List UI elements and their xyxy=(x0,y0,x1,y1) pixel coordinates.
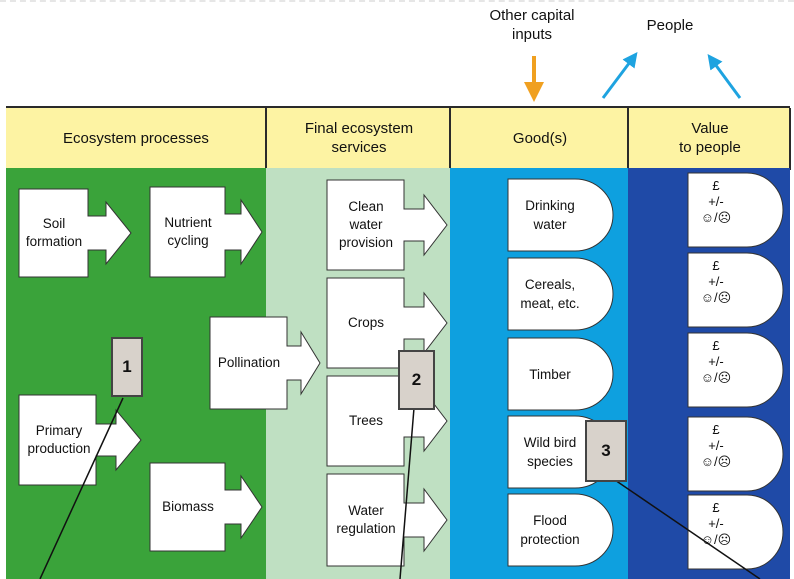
smiley-frown-icon: ☺/☹ xyxy=(700,210,732,225)
value-box-4: £ +/- ☺/☹ xyxy=(687,416,785,492)
value-box-5: £ +/- ☺/☹ xyxy=(687,494,785,570)
crops-label: Crops xyxy=(347,315,384,330)
trees-label: Trees xyxy=(348,413,383,428)
people-arrow-left xyxy=(601,52,638,99)
smiley-frown-icon: ☺/☹ xyxy=(700,290,732,305)
pound-sign: £ xyxy=(712,178,720,193)
value-box-1: £ +/- ☺/☹ xyxy=(687,172,785,248)
value-box-2: £ +/- ☺/☹ xyxy=(687,252,785,328)
good-label: Wild bird species xyxy=(523,435,577,469)
clean-water-label: Clean water provision xyxy=(338,199,394,250)
pound-sign: £ xyxy=(712,338,720,353)
header-divider-1 xyxy=(265,108,267,170)
water-regulation-label: Water regulation xyxy=(336,503,396,536)
people-label: People xyxy=(646,17,694,34)
top-arrows xyxy=(524,52,742,102)
crops-box: Crops xyxy=(326,277,448,369)
good-label: Timber xyxy=(529,366,571,382)
nutrient-cycling-label: Nutrient cycling xyxy=(164,215,212,248)
primary-production-box: Primary production xyxy=(18,394,142,486)
pollination-label: Pollination xyxy=(217,355,281,370)
primary-production-label: Primary production xyxy=(27,423,91,456)
header-ecosystem-processes: Ecosystem processes xyxy=(63,129,209,147)
smiley-frown-icon: ☺/☹ xyxy=(700,532,732,547)
plus-minus: +/- xyxy=(708,438,724,453)
pound-sign: £ xyxy=(712,258,720,273)
pollination-box: Pollination xyxy=(209,316,321,410)
clean-water-box: Clean water provision xyxy=(326,179,448,271)
top-dotted-border xyxy=(0,0,794,2)
pound-sign: £ xyxy=(712,500,720,515)
smiley-frown-icon: ☺/☹ xyxy=(700,454,732,469)
trees-box: Trees xyxy=(326,375,448,467)
plus-minus: +/- xyxy=(708,516,724,531)
water-regulation-box: Water regulation xyxy=(326,473,448,567)
marker-2: 2 xyxy=(398,350,435,410)
plus-minus: +/- xyxy=(708,354,724,369)
good-label: Flood protection xyxy=(520,513,580,547)
header-band xyxy=(6,106,790,170)
plus-minus: +/- xyxy=(708,274,724,289)
soil-formation-label: Soil formation xyxy=(25,216,83,249)
header-divider-right xyxy=(789,108,791,170)
marker-1: 1 xyxy=(111,337,143,397)
header-value: Value to people xyxy=(679,120,741,156)
marker-3: 3 xyxy=(585,420,627,482)
biomass-label: Biomass xyxy=(162,499,214,514)
header-goods: Good(s) xyxy=(512,129,568,147)
good-cereals-meat: Cereals, meat, etc. xyxy=(507,257,615,331)
good-label: Cereals, meat, etc. xyxy=(520,277,580,311)
good-drinking-water: Drinking water xyxy=(507,178,615,252)
header-divider-3 xyxy=(627,108,629,170)
good-timber: Timber xyxy=(507,337,615,411)
smiley-frown-icon: ☺/☹ xyxy=(700,370,732,385)
value-box-3: £ +/- ☺/☹ xyxy=(687,332,785,408)
good-label: Drinking water xyxy=(525,198,575,232)
good-flood-protection: Flood protection xyxy=(507,493,615,567)
soil-formation-box: Soil formation xyxy=(18,188,132,278)
header-final-services: Final ecosystem services xyxy=(304,120,414,156)
biomass-box: Biomass xyxy=(149,462,263,552)
other-capital-inputs-label: Other capital inputs xyxy=(489,7,575,43)
header-divider-2 xyxy=(449,108,451,170)
nutrient-cycling-box: Nutrient cycling xyxy=(149,186,263,278)
pound-sign: £ xyxy=(712,422,720,437)
plus-minus: +/- xyxy=(708,194,724,209)
people-arrow-right xyxy=(707,53,742,99)
